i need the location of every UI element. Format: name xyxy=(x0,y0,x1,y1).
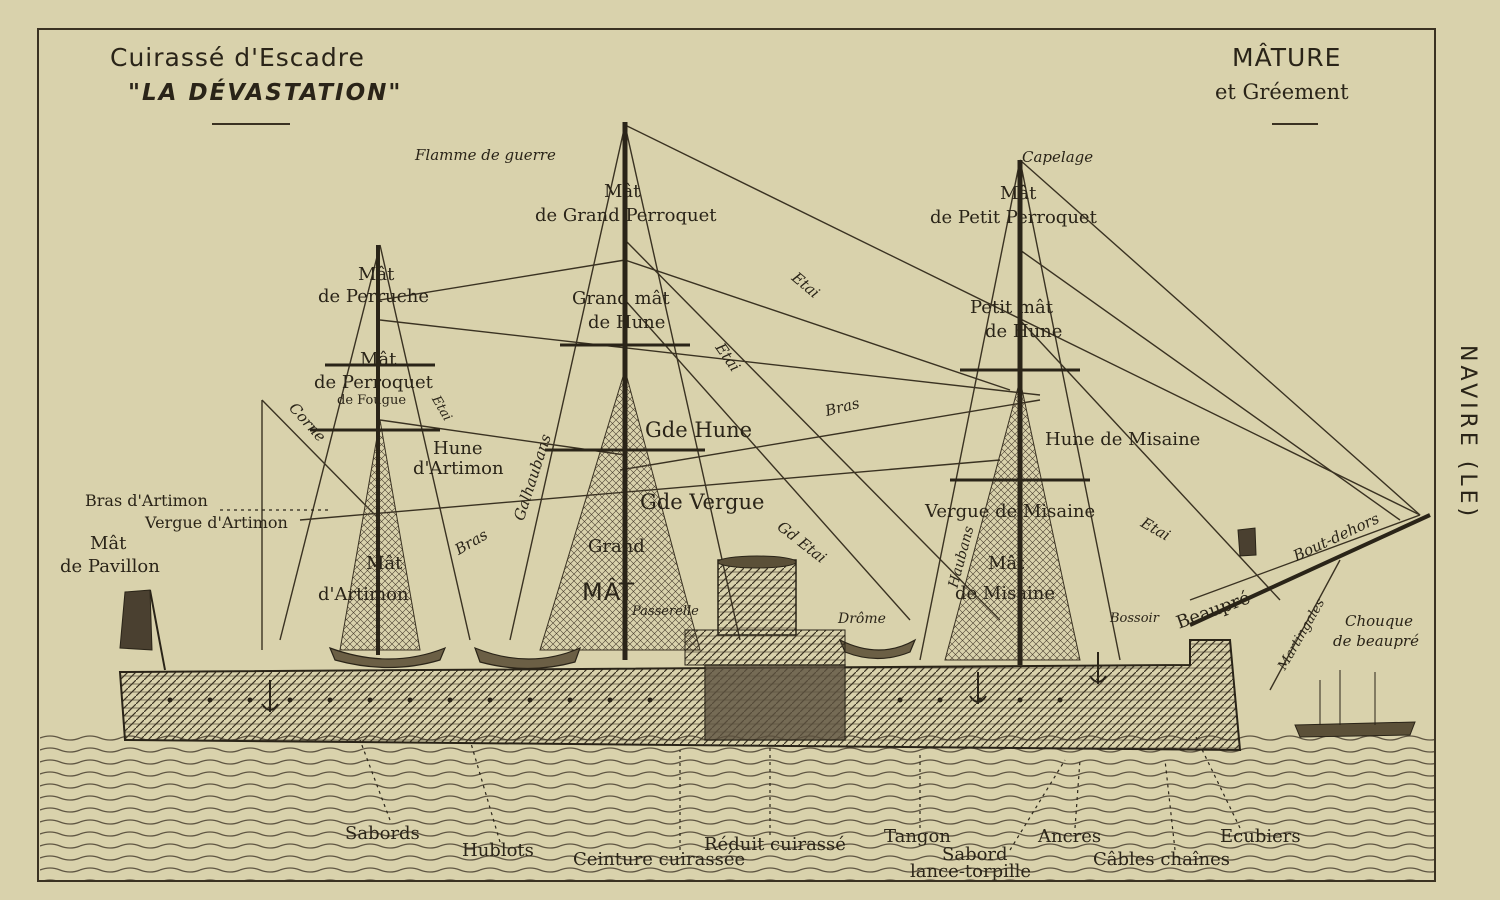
label-mat-artimon-2: d'Artimon xyxy=(318,584,409,605)
label-grand-mat-1: Grand xyxy=(588,536,645,557)
label-cables: Câbles chaînes xyxy=(1093,849,1231,870)
right-rule xyxy=(1272,123,1318,125)
label-gde-vergue: Gde Vergue xyxy=(640,490,765,514)
shrouds-grand xyxy=(539,368,701,651)
distant-ship xyxy=(1294,670,1416,738)
label-mat-misaine-1: Mât xyxy=(988,553,1025,574)
label-vergue-misaine: Vergue de Misaine xyxy=(925,501,1096,522)
sea xyxy=(40,735,1434,880)
label-sabord-lt-2: lance-torpille xyxy=(910,861,1032,882)
side-label: NAVIRE (LE) xyxy=(1455,345,1480,521)
anchors xyxy=(261,652,1107,712)
hull xyxy=(118,639,1242,752)
label-mat-gp-1: Mât xyxy=(604,181,641,202)
label-hune-misaine: Hune de Misaine xyxy=(1045,429,1201,450)
label-capelage: Capelage xyxy=(1022,148,1094,166)
jack-flag xyxy=(1237,527,1257,557)
label-mat-misaine-2: de Misaine xyxy=(955,583,1056,604)
label-grand-mat-2: MÂT xyxy=(582,578,635,606)
armored-redoubt xyxy=(704,664,846,741)
label-mat-perruche-2: de Perruche xyxy=(318,286,429,307)
ensign-flag xyxy=(119,589,153,651)
label-mat-pp-2: de Petit Perroquet xyxy=(930,207,1097,228)
masts xyxy=(149,122,1023,671)
title-rule xyxy=(212,123,290,125)
boats xyxy=(328,638,917,670)
label-mat-pf-1: Mât xyxy=(360,349,397,370)
label-ceinture: Ceinture cuirassée xyxy=(573,849,746,870)
funnel xyxy=(717,559,797,636)
bowsprit xyxy=(1189,513,1431,627)
label-gde-hune: Gde Hune xyxy=(645,418,753,442)
label-hune-artimon-2: d'Artimon xyxy=(413,458,504,479)
plate-title: Cuirassé d'Escadre xyxy=(110,43,365,72)
label-mat-pp-1: Mât xyxy=(1000,183,1037,204)
label-chouque-1: Chouque xyxy=(1345,612,1413,630)
label-ecubiers: Ecubiers xyxy=(1220,826,1301,847)
label-reduit: Réduit cuirassé xyxy=(704,834,846,855)
label-chouque-2: de beaupré xyxy=(1333,632,1419,650)
label-grand-mat-hune-2: de Hune xyxy=(588,312,666,333)
label-mat-pf-3: de Fougue xyxy=(337,393,407,408)
right-title: MÂTURE xyxy=(1232,43,1342,72)
ship-name: "LA DÉVASTATION" xyxy=(128,80,403,106)
shrouds-misaine xyxy=(944,379,1081,661)
label-drome: Drôme xyxy=(838,611,886,627)
label-bras-artimon: Bras d'Artimon xyxy=(85,491,208,510)
label-petit-mat-hune-1: Petit mât xyxy=(970,297,1053,318)
label-sabords: Sabords xyxy=(345,823,420,844)
yards xyxy=(310,343,1090,482)
label-mat-pavillon-2: de Pavillon xyxy=(60,556,160,577)
label-mat-gp-2: de Grand Perroquet xyxy=(535,205,717,226)
label-mat-pf-2: de Perroquet xyxy=(314,372,433,393)
label-mat-pavillon-1: Mât xyxy=(90,533,127,554)
label-mat-perruche-1: Mât xyxy=(358,264,395,285)
label-grand-mat-hune-1: Grand mât xyxy=(572,288,670,309)
label-hune-artimon-1: Hune xyxy=(433,438,483,459)
label-flamme: Flamme de guerre xyxy=(415,146,556,164)
plate-border xyxy=(37,28,1436,882)
label-tangon: Tangon xyxy=(884,826,951,847)
label-vergue-artimon: Vergue d'Artimon xyxy=(145,513,288,532)
label-passerelle: Passerelle xyxy=(632,604,699,619)
leader-lines xyxy=(220,509,1241,851)
superstructure xyxy=(684,629,846,666)
gun-ports xyxy=(167,697,1063,703)
label-ancres: Ancres xyxy=(1038,826,1102,847)
label-sabord-lt-1: Sabord xyxy=(942,844,1008,865)
label-bossoir: Bossoir xyxy=(1110,611,1159,626)
label-hublots: Hublots xyxy=(462,840,534,861)
label-mat-artimon-1: Mât xyxy=(366,553,403,574)
right-subtitle: et Gréement xyxy=(1215,80,1349,104)
label-petit-mat-hune-2: de Hune xyxy=(985,321,1063,342)
